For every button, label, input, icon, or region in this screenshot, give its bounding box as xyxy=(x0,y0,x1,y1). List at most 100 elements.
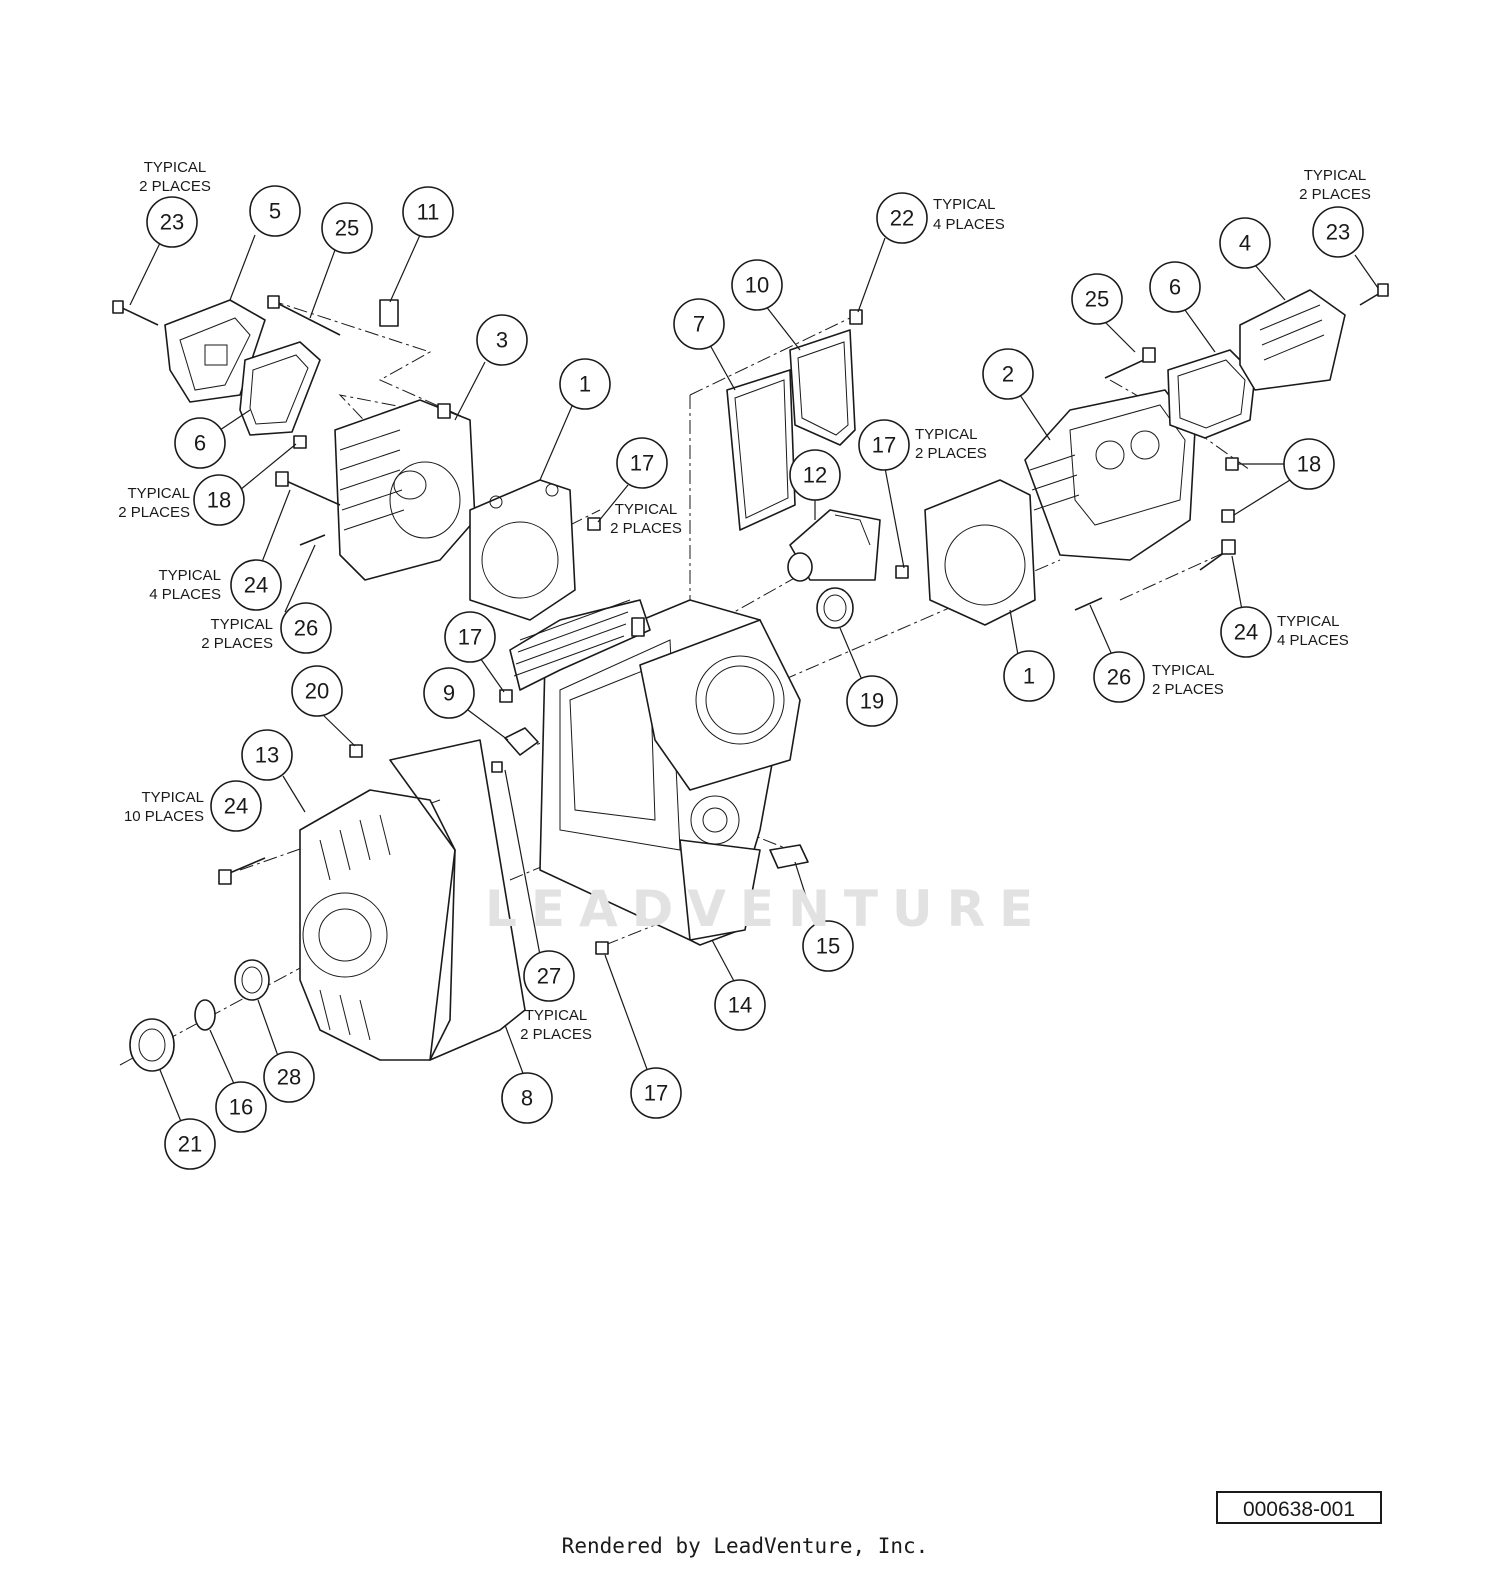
callout-28: 28 xyxy=(263,1051,315,1103)
svg-text:TYPICAL: TYPICAL xyxy=(615,501,678,518)
svg-text:24: 24 xyxy=(1234,620,1258,645)
svg-text:22: 22 xyxy=(890,206,914,231)
svg-text:TYPICAL: TYPICAL xyxy=(525,1007,588,1024)
svg-text:1: 1 xyxy=(579,372,591,397)
svg-text:2 PLACES: 2 PLACES xyxy=(139,178,211,195)
svg-text:15: 15 xyxy=(816,934,840,959)
breather-tube xyxy=(787,509,881,582)
crankcase-cover xyxy=(218,739,526,1061)
callout-17-a: 17 xyxy=(616,437,668,489)
callout-18-left: 18 xyxy=(193,474,245,526)
callout-2: 2 xyxy=(982,348,1034,400)
callout-25-left: 25 xyxy=(321,202,373,254)
callout-25-right: 25 xyxy=(1071,273,1123,325)
callout-24-left: 24 xyxy=(230,559,282,611)
callout-17-b: 17 xyxy=(858,419,910,471)
callout-12: 12 xyxy=(789,449,841,501)
svg-text:26: 26 xyxy=(1107,665,1131,690)
callout-6-right: 6 xyxy=(1149,261,1201,313)
svg-text:2 PLACES: 2 PLACES xyxy=(520,1026,592,1043)
note-17-a: TYPICAL 2 PLACES xyxy=(610,501,682,537)
svg-text:TYPICAL: TYPICAL xyxy=(144,159,207,176)
callout-23-right: 23 xyxy=(1312,206,1364,258)
callout-17-d: 17 xyxy=(630,1067,682,1119)
callout-8: 8 xyxy=(501,1072,553,1124)
note-17-b: TYPICAL 2 PLACES xyxy=(915,426,987,462)
note-22: TYPICAL 4 PLACES xyxy=(933,196,1005,233)
note-26-left: TYPICAL 2 PLACES xyxy=(201,616,273,652)
svg-text:17: 17 xyxy=(872,433,896,458)
svg-text:20: 20 xyxy=(305,679,329,704)
svg-text:16: 16 xyxy=(229,1095,253,1120)
svg-text:1: 1 xyxy=(1023,664,1035,689)
svg-text:24: 24 xyxy=(224,794,248,819)
svg-text:4 PLACES: 4 PLACES xyxy=(149,586,221,603)
callout-9: 9 xyxy=(423,667,475,719)
svg-text:14: 14 xyxy=(728,993,752,1018)
callout-21: 21 xyxy=(164,1118,216,1170)
svg-text:24: 24 xyxy=(244,573,268,598)
leader-lines xyxy=(129,234,1379,1125)
svg-text:TYPICAL: TYPICAL xyxy=(915,426,978,443)
svg-text:2 PLACES: 2 PLACES xyxy=(118,504,190,521)
head-gasket-left xyxy=(469,479,576,621)
callout-6-left: 6 xyxy=(174,417,226,469)
callout-24-cover: 24 xyxy=(210,780,262,832)
callout-5: 5 xyxy=(249,185,301,237)
svg-text:TYPICAL: TYPICAL xyxy=(210,616,273,633)
note-24-left: TYPICAL 4 PLACES xyxy=(149,567,221,603)
note-23-right: TYPICAL 2 PLACES xyxy=(1299,167,1371,203)
svg-text:13: 13 xyxy=(255,743,279,768)
svg-text:8: 8 xyxy=(521,1086,533,1111)
svg-text:27: 27 xyxy=(537,964,561,989)
callout-22: 22 xyxy=(876,192,928,244)
svg-text:2 PLACES: 2 PLACES xyxy=(201,635,273,652)
callout-15: 15 xyxy=(802,920,854,972)
callout-16: 16 xyxy=(215,1081,267,1133)
svg-text:18: 18 xyxy=(1297,452,1321,477)
svg-text:TYPICAL: TYPICAL xyxy=(158,567,221,584)
footer-credit: Rendered by LeadVenture, Inc. xyxy=(561,1534,929,1558)
watermark: LEADVENTURE xyxy=(485,880,1048,938)
svg-text:6: 6 xyxy=(1169,275,1181,300)
svg-text:11: 11 xyxy=(417,200,440,225)
svg-text:23: 23 xyxy=(160,210,184,235)
callout-11: 11 xyxy=(402,186,454,238)
svg-text:2 PLACES: 2 PLACES xyxy=(610,520,682,537)
svg-text:21: 21 xyxy=(178,1132,202,1157)
breather-gaskets xyxy=(726,309,863,531)
svg-text:25: 25 xyxy=(335,216,359,241)
svg-text:4: 4 xyxy=(1239,231,1251,256)
callout-13: 13 xyxy=(241,729,293,781)
svg-text:TYPICAL: TYPICAL xyxy=(141,789,204,806)
svg-text:23: 23 xyxy=(1326,220,1350,245)
svg-text:17: 17 xyxy=(458,625,482,650)
callout-23-left: 23 xyxy=(146,196,198,248)
head-gasket-right xyxy=(895,479,1036,626)
svg-text:17: 17 xyxy=(644,1081,668,1106)
callout-4: 4 xyxy=(1219,217,1271,269)
callout-10: 10 xyxy=(731,259,783,311)
callout-26-right: 26 xyxy=(1093,651,1145,703)
svg-text:4 PLACES: 4 PLACES xyxy=(1277,632,1349,649)
svg-text:10: 10 xyxy=(745,273,769,298)
svg-text:5: 5 xyxy=(269,199,281,224)
callout-7: 7 xyxy=(673,298,725,350)
output-seals xyxy=(129,959,270,1072)
svg-text:2 PLACES: 2 PLACES xyxy=(1152,681,1224,698)
svg-text:3: 3 xyxy=(496,328,508,353)
note-27: TYPICAL 2 PLACES xyxy=(520,1007,592,1043)
svg-text:25: 25 xyxy=(1085,287,1109,312)
svg-text:TYPICAL: TYPICAL xyxy=(933,196,996,213)
callout-1-right: 1 xyxy=(1003,650,1055,702)
callout-19: 19 xyxy=(846,675,898,727)
svg-text:9: 9 xyxy=(443,681,455,706)
svg-text:18: 18 xyxy=(207,488,231,513)
svg-text:17: 17 xyxy=(630,451,654,476)
svg-text:TYPICAL: TYPICAL xyxy=(1304,167,1367,184)
right-head-assembly xyxy=(1024,283,1389,611)
callout-27: 27 xyxy=(523,950,575,1002)
callout-1-left: 1 xyxy=(559,358,611,410)
svg-text:6: 6 xyxy=(194,431,206,456)
